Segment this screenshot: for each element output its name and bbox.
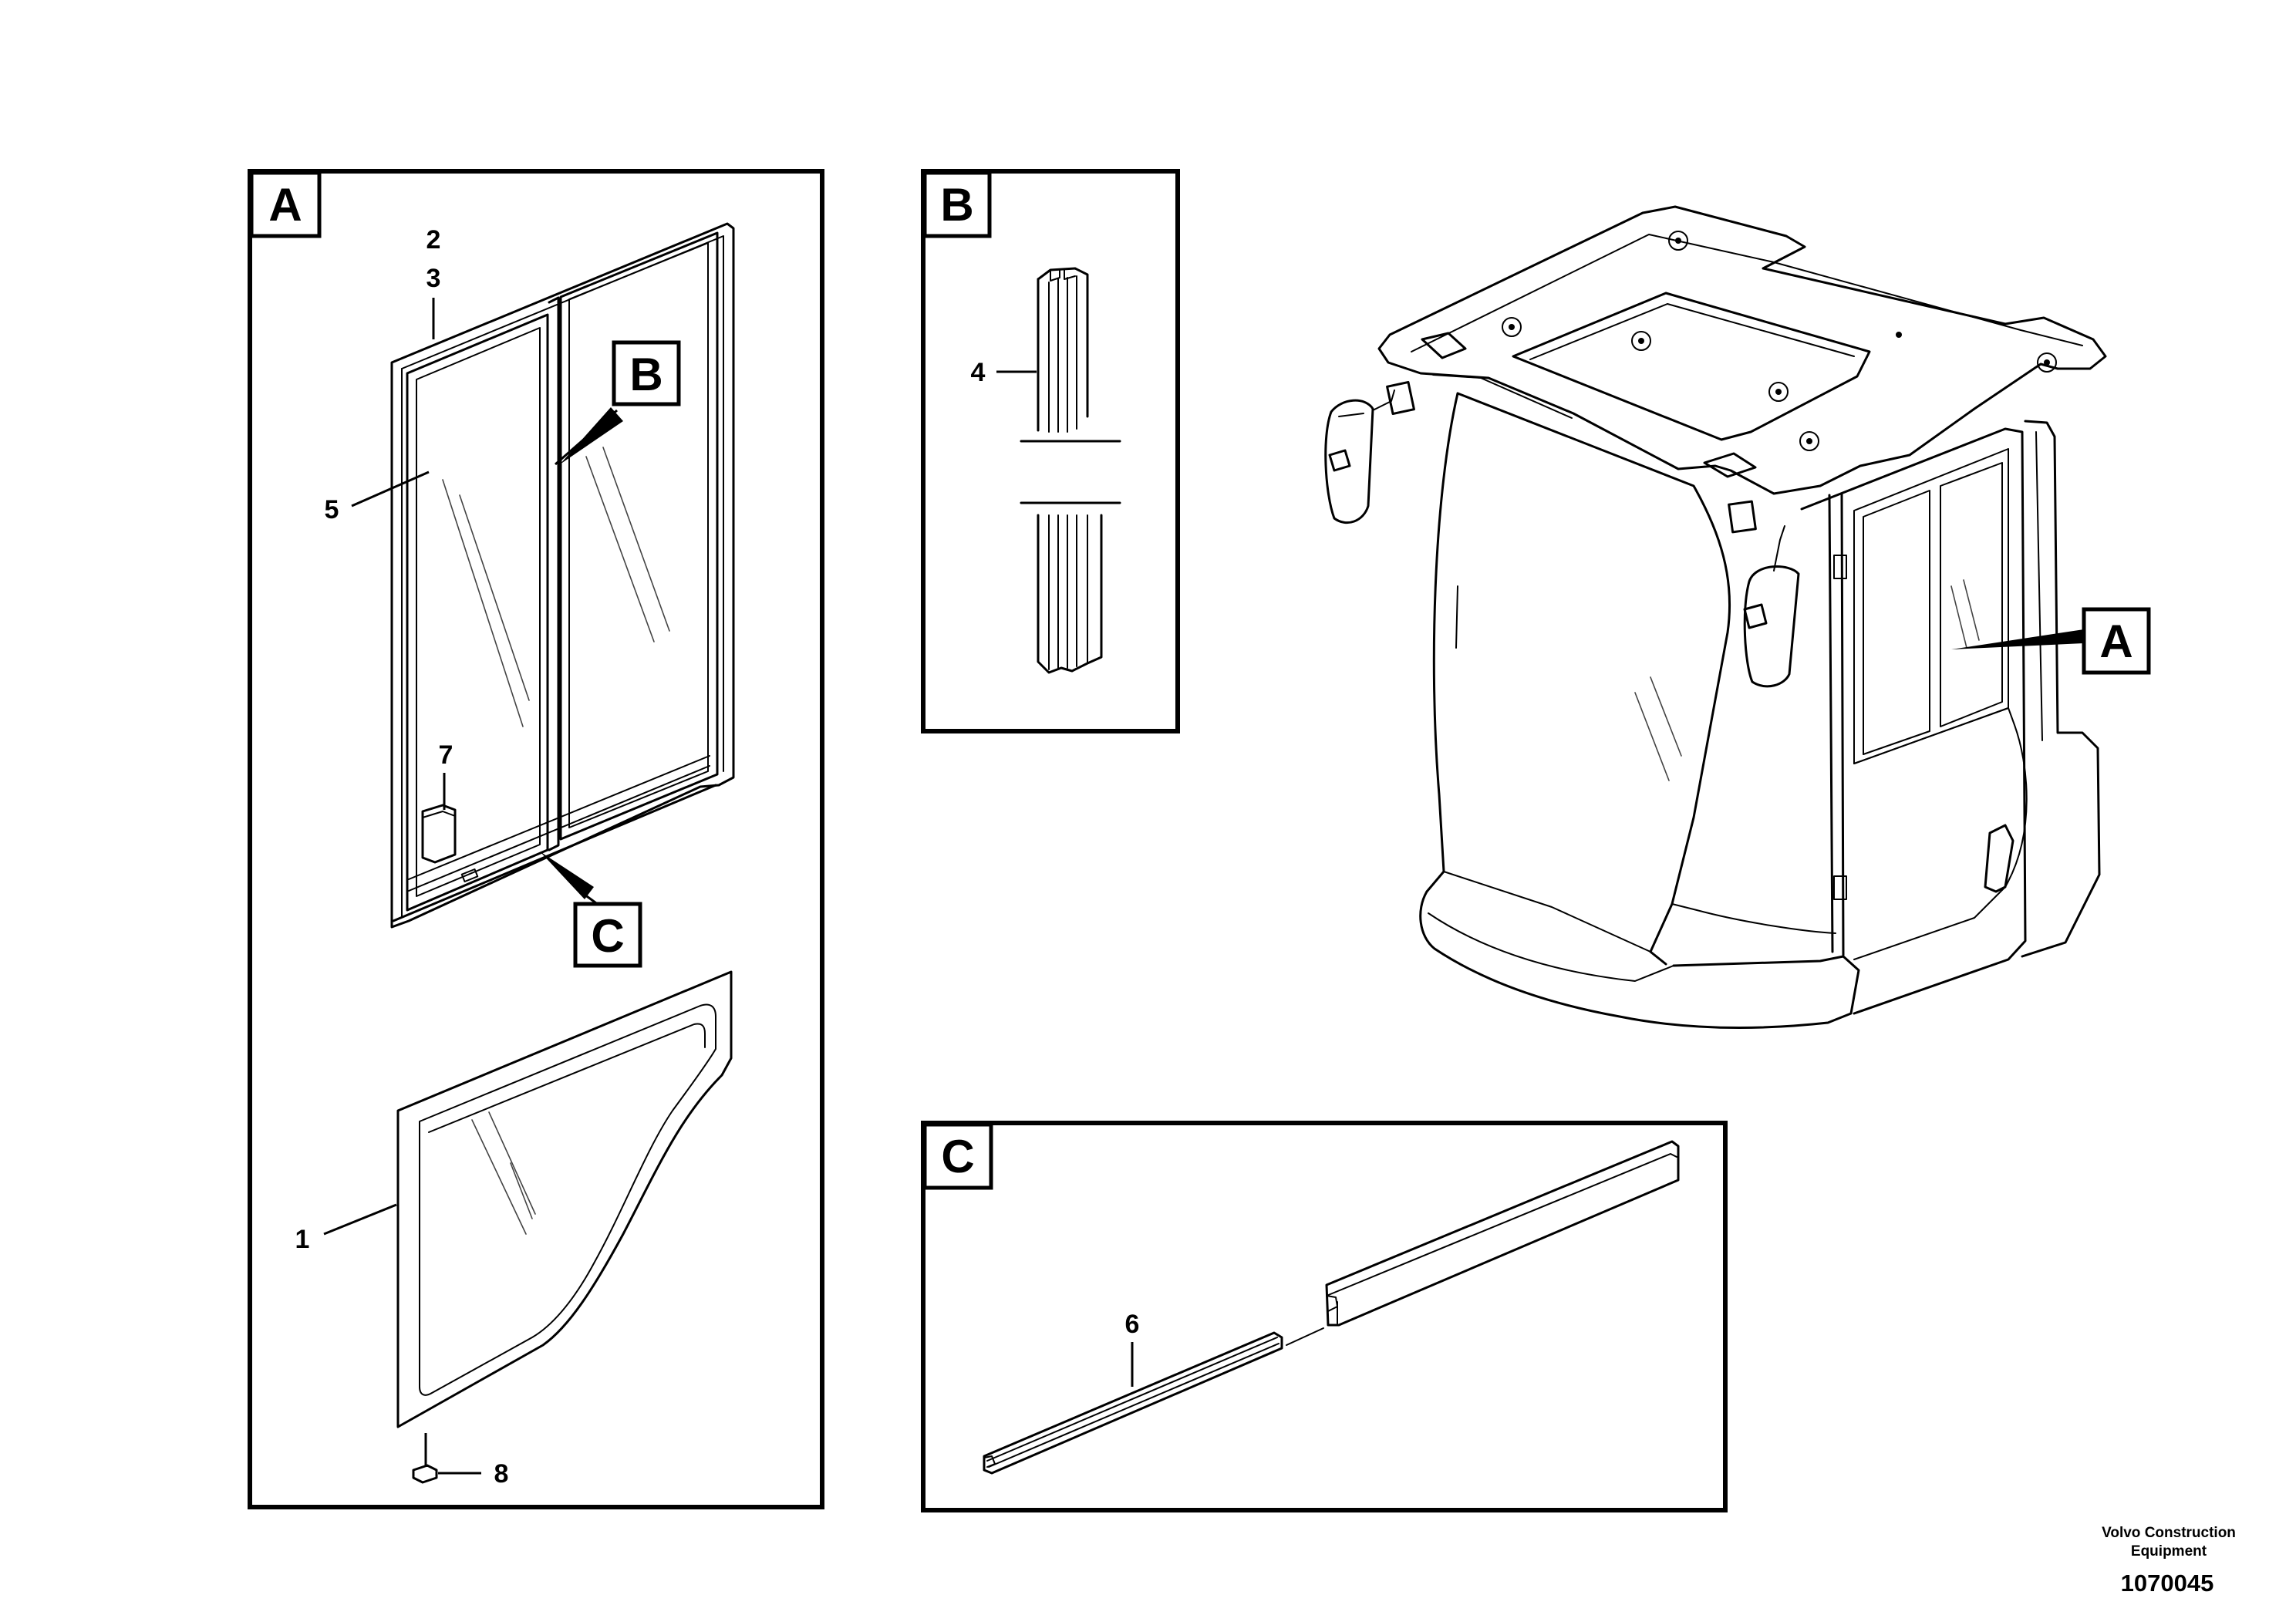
- title-block: Volvo Construction Equipment 1070045: [2102, 1525, 2236, 1597]
- part-number-5: 5: [325, 495, 339, 524]
- panel-a-frame: [248, 169, 824, 1509]
- part-number-2: 2: [426, 225, 441, 255]
- callout-a-tag: [2082, 607, 2151, 675]
- panel-a-label: A: [268, 179, 302, 231]
- callout-b-label: B: [629, 349, 663, 400]
- panel-a: A: [248, 169, 824, 1509]
- panel-b-tag: [922, 170, 992, 238]
- panel-b-frame: [921, 169, 1180, 733]
- panel-b-label: B: [940, 179, 973, 231]
- panel-c-frame: [921, 1121, 1728, 1512]
- fixed-side-glass-illustration: [396, 970, 733, 1484]
- part-number-4: 4: [971, 358, 986, 387]
- panel-a-tag: [249, 170, 322, 238]
- panel-c-label: C: [941, 1131, 974, 1182]
- guide-rail-illustration: [983, 1140, 1680, 1475]
- cab-overview-illustration: A: [1324, 205, 2151, 1029]
- part-number-1: 1: [295, 1225, 310, 1254]
- callout-b-tag: [612, 340, 681, 406]
- sliding-window-illustration: [390, 222, 735, 929]
- company-name-line1: Volvo Construction: [2102, 1525, 2236, 1541]
- seal-profile-illustration: [1020, 267, 1121, 674]
- company-name-line2: Equipment: [2131, 1543, 2207, 1560]
- panel-b: B 4: [921, 169, 1180, 733]
- callout-a-label: A: [2099, 615, 2132, 667]
- part-number-6: 6: [1125, 1310, 1140, 1339]
- part-number-8: 8: [494, 1459, 509, 1489]
- callout-c-tag: [573, 902, 642, 968]
- drawing-number: 1070045: [2121, 1570, 2214, 1597]
- part-number-7: 7: [439, 740, 453, 770]
- panel-c-tag: [922, 1122, 993, 1190]
- part-number-3: 3: [426, 264, 441, 293]
- panel-c: C 6: [921, 1121, 1728, 1512]
- callout-c-label: C: [591, 910, 624, 962]
